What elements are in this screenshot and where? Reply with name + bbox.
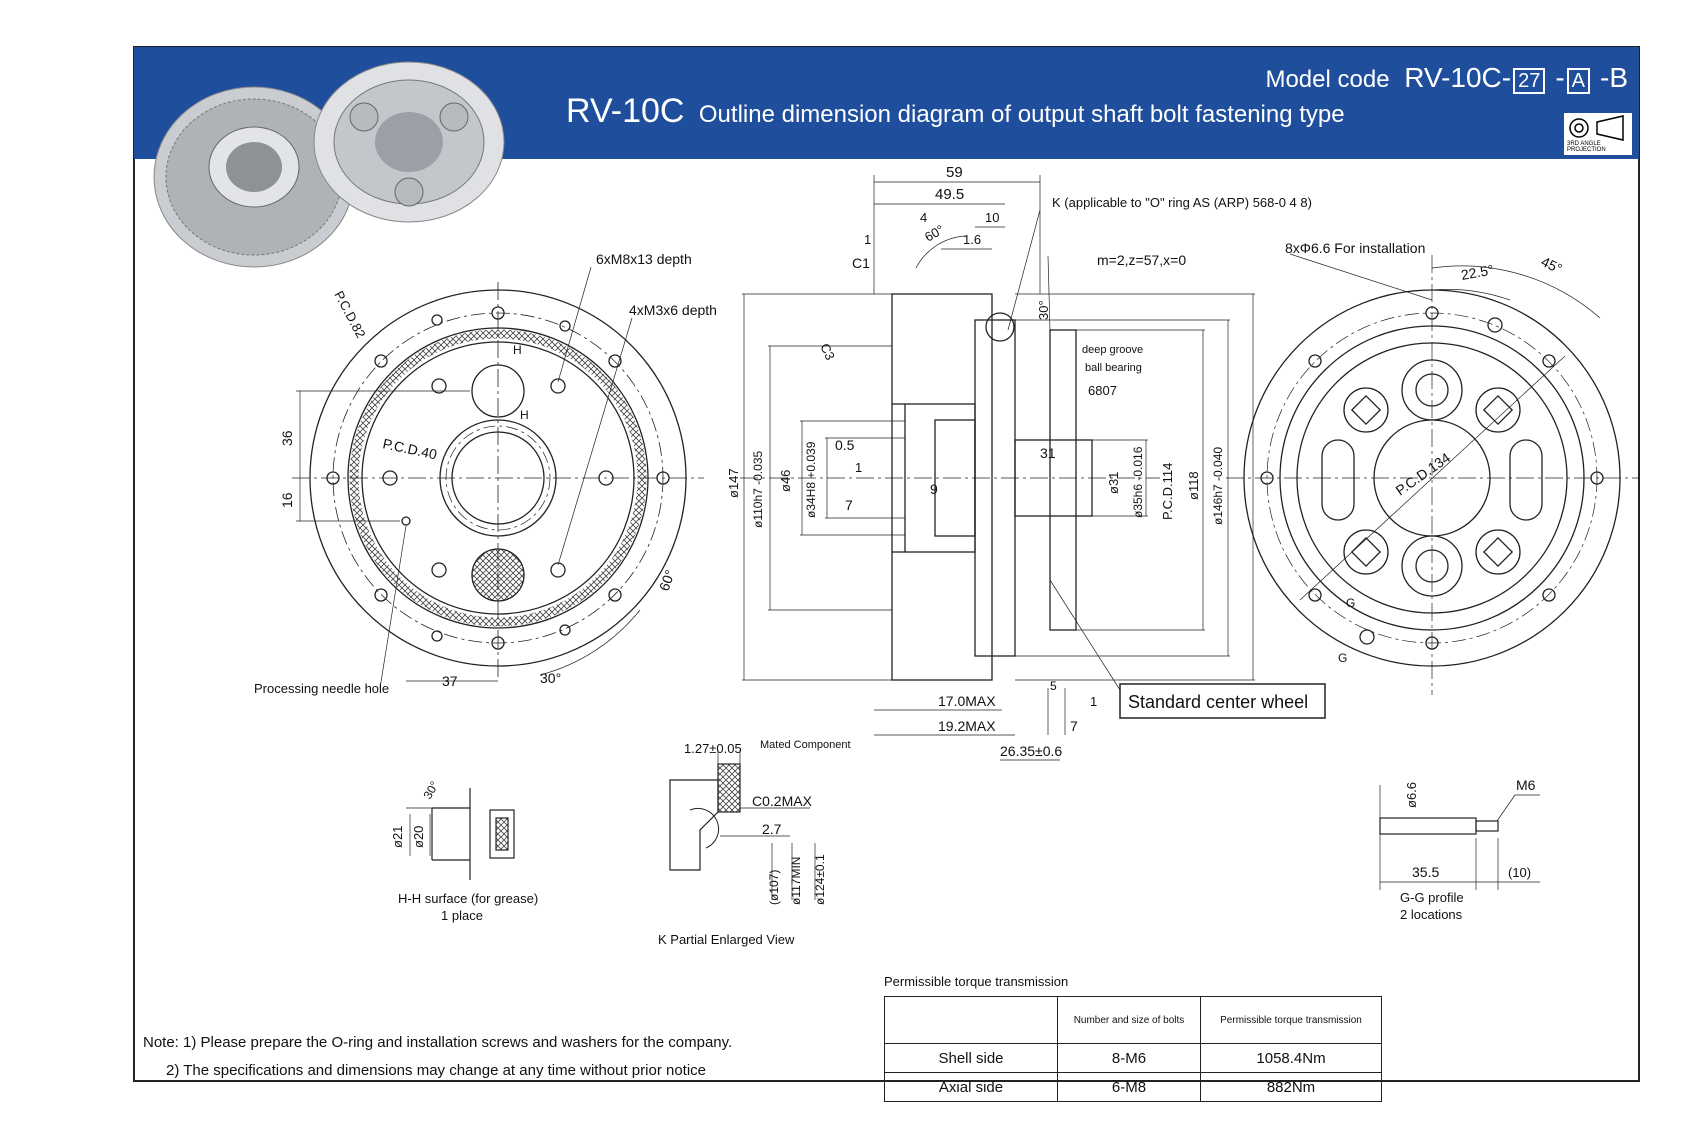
model-code-suffix: -B	[1600, 62, 1628, 93]
torque-table: Number and size of bolts Permissible tor…	[884, 996, 1382, 1102]
model-code-prefix: RV-10C-	[1404, 62, 1512, 93]
table-cell: 6-M8	[1057, 1072, 1201, 1102]
table-cell: 1058.4Nm	[1200, 1043, 1382, 1073]
drawing-description: Outline dimension diagram of output shaf…	[698, 101, 1345, 128]
title-banner	[134, 47, 1639, 268]
table-cell: 882Nm	[1200, 1072, 1382, 1102]
table-cell: 8-M6	[1057, 1043, 1201, 1073]
table-header-cell: Permissible torque transmission	[1200, 996, 1382, 1044]
model-code: Model code RV-10C-27-A -B	[1265, 62, 1628, 94]
table-header-cell	[884, 996, 1058, 1044]
table-row: Shell side 8-M6 1058.4Nm	[884, 1043, 1382, 1073]
title-line: RV-10C Outline dimension diagram of outp…	[566, 92, 1345, 131]
table-cell: Axial side	[884, 1072, 1058, 1102]
table-header-row: Number and size of bolts Permissible tor…	[884, 996, 1382, 1044]
model-code-box2: A	[1566, 68, 1590, 94]
model-code-label: Model code	[1265, 66, 1390, 93]
table-row: Axial side 6-M8 882Nm	[884, 1072, 1382, 1102]
table-header-cell: Number and size of bolts	[1057, 996, 1201, 1044]
projection-symbol: 3RD ANGLE PROJECTION	[1564, 113, 1632, 155]
table-cell: Shell side	[884, 1043, 1058, 1073]
model-code-box1: 27	[1513, 68, 1546, 94]
product-code: RV-10C	[566, 92, 685, 130]
projection-label: 3RD ANGLE PROJECTION	[1567, 141, 1606, 153]
note-1: Note: 1) Please prepare the O-ring and i…	[143, 1034, 733, 1051]
note-2: 2) The specifications and dimensions may…	[166, 1062, 707, 1079]
torque-table-title: Permissible torque transmission	[884, 974, 1069, 989]
model-code-sep: -	[1555, 62, 1565, 93]
product-photo	[144, 57, 514, 287]
